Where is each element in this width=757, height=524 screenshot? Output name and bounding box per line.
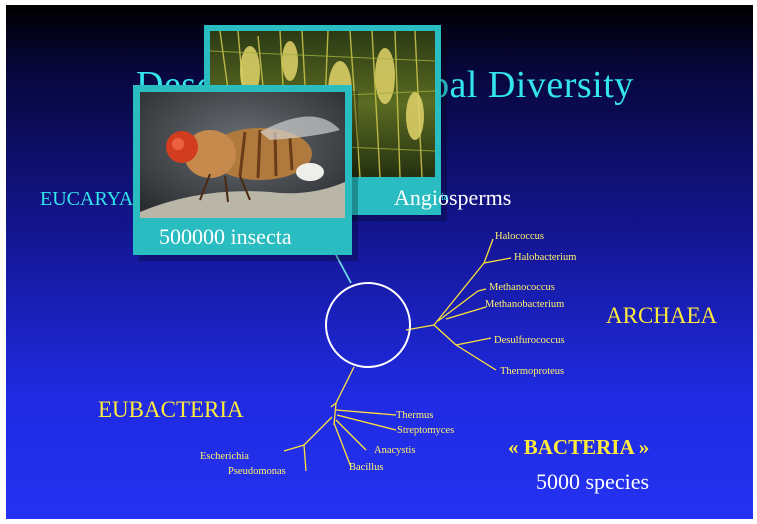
slide: Description of Global Diversity EUCARYA: [6, 5, 753, 519]
leaf-escherichia: Escherichia: [200, 451, 249, 462]
insecta-card: 500000 insecta: [133, 85, 352, 255]
eubacteria-label: EUBACTERIA: [98, 397, 244, 423]
fruit-fly-icon: [140, 92, 345, 218]
leaf-streptomyces: Streptomyces: [397, 425, 454, 436]
leaf-halobacterium: Halobacterium: [514, 252, 576, 263]
fruit-fly-photo: [140, 92, 345, 218]
eukarya-suffix-text: ia: [441, 192, 448, 203]
universal-ancestor-circle: [326, 283, 410, 367]
insecta-caption: 500000 insecta: [159, 224, 292, 250]
leaf-halococcus: Halococcus: [495, 231, 544, 242]
leaf-thermus: Thermus: [396, 410, 433, 421]
leaf-anacystis: Anacystis: [374, 445, 415, 456]
leaf-methanococcus: Methanococcus: [489, 282, 555, 293]
eucarya-branch: [336, 255, 351, 283]
bacteria-species-count: 5000 species: [536, 469, 649, 495]
leaf-methanobacterium: Methanobacterium: [485, 299, 564, 310]
angiosperms-caption: Angiosperms: [394, 185, 511, 211]
bacteria-heading: « BACTERIA »: [508, 435, 649, 460]
leaf-bacillus: Bacillus: [349, 462, 383, 473]
leaf-desulfurococcus: Desulfurococcus: [494, 335, 565, 346]
archaea-label: ARCHAEA: [606, 303, 717, 329]
leaf-pseudomonas: Pseudomonas: [228, 466, 286, 477]
leaf-thermoproteus: Thermoproteus: [500, 366, 564, 377]
